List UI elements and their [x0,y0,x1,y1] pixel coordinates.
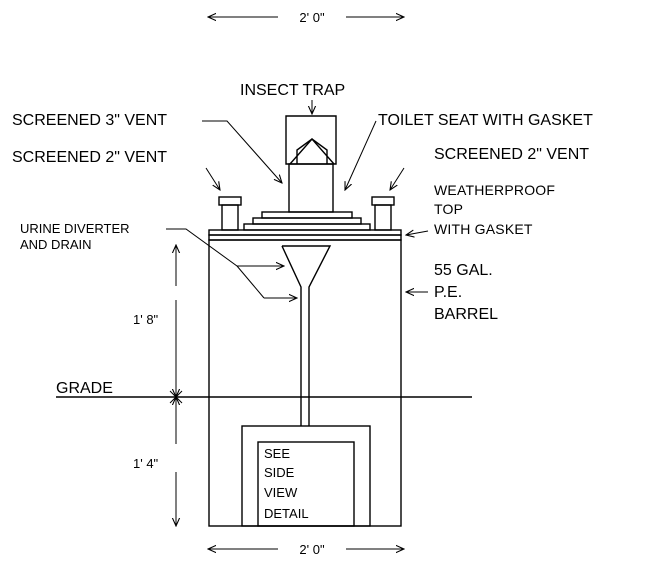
see-side-view-line-2: SIDE [264,465,295,480]
weatherproof-top-leader [406,231,429,235]
lower-height-label: 1' 4" [133,456,159,471]
weatherproof-top-label-2: TOP [434,201,463,217]
bottom-width-label: 2' 0" [299,542,325,557]
top-width-label: 2' 0" [299,10,325,25]
urine-diverter [281,245,332,426]
barrel-label-1: 55 GAL. [434,262,493,279]
insect-trap-label: INSECT TRAP [240,82,345,99]
vent-stack-3in [285,115,337,213]
urine-diverter-leader-1 [166,228,284,266]
toilet-seat [243,211,371,231]
upper-height-label: 1' 8" [133,312,159,327]
see-side-view-line-4: DETAIL [264,506,309,521]
screened-2in-vent-left-label: SCREENED 2" VENT [12,149,167,166]
see-side-view-line-1: SEE [264,446,290,461]
see-side-view-box [257,441,355,527]
weatherproof-top-label-3: WITH GASKET [434,221,533,237]
barrel-label-3: BARREL [434,306,498,323]
top-width-dimension: 2' 0" [208,10,404,25]
toilet-seat-label: TOILET SEAT WITH GASKET [378,112,593,129]
barrel-body [208,239,402,527]
bottom-width-dimension: 2' 0" [208,542,404,557]
barrel-label-2: P.E. [434,284,462,301]
height-dimensions [169,245,183,526]
toilet-seat-leader [345,120,377,190]
grade-label: GRADE [56,380,113,397]
see-side-view-line-3: VIEW [264,485,298,500]
vent-2in-left [218,196,242,231]
weatherproof-top [208,229,402,241]
urine-diverter-label-1: URINE DIVERTER [20,221,130,236]
screened-2in-vent-left-leader [205,167,220,190]
screened-3in-vent-leader [202,120,282,183]
urine-diverter-label-2: AND DRAIN [20,237,92,252]
weatherproof-top-label-1: WEATHERPROOF [434,182,555,198]
screened-2in-vent-right-label: SCREENED 2" VENT [434,146,589,163]
urine-diverter-leader-2 [236,265,265,299]
screened-3in-vent-label: SCREENED 3" VENT [12,112,167,129]
screened-2in-vent-right-leader [390,167,405,190]
vent-2in-right [371,196,395,231]
